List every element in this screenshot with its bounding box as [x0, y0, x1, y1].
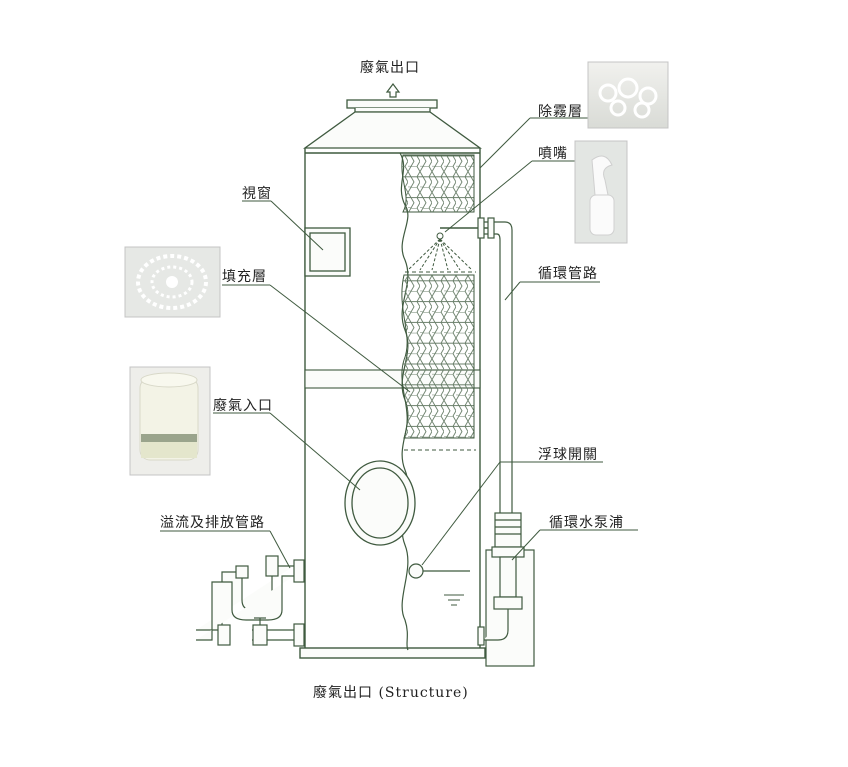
outlet-arrow-icon	[385, 83, 401, 98]
packing-label: 填充層	[222, 269, 267, 285]
circulation-pipe-label: 循環管路	[538, 266, 598, 282]
window-label: 視窗	[242, 186, 272, 202]
packing-mesh	[401, 274, 476, 451]
demister-photo	[587, 61, 669, 129]
gas-inlet-opening	[344, 460, 416, 546]
viewing-window	[304, 227, 351, 277]
circulation-pump	[477, 512, 535, 667]
overflow-drain-piping	[196, 555, 305, 647]
spray-nozzle	[405, 227, 490, 273]
float-ball	[408, 563, 470, 606]
pump-label: 循環水泵浦	[549, 515, 624, 531]
nozzle-photo	[574, 140, 628, 244]
outlet-flange	[302, 99, 483, 149]
inlet-part-photo	[129, 366, 211, 476]
demister-label: 除霧層	[538, 104, 583, 120]
outlet-top-label: 廢氣出口	[360, 60, 420, 76]
overflow-drain-label: 溢流及排放管路	[160, 515, 265, 531]
caption: 廢氣出口 (Structure)	[313, 685, 469, 701]
float-switch-label: 浮球開關	[538, 447, 598, 463]
inlet-label: 廢氣入口	[213, 398, 273, 414]
circulation-pipe	[477, 217, 513, 520]
leader-lines	[160, 117, 638, 569]
nozzle-label: 噴嘴	[538, 146, 568, 162]
demister-mesh	[401, 154, 475, 213]
packing-media-photo	[124, 246, 221, 318]
